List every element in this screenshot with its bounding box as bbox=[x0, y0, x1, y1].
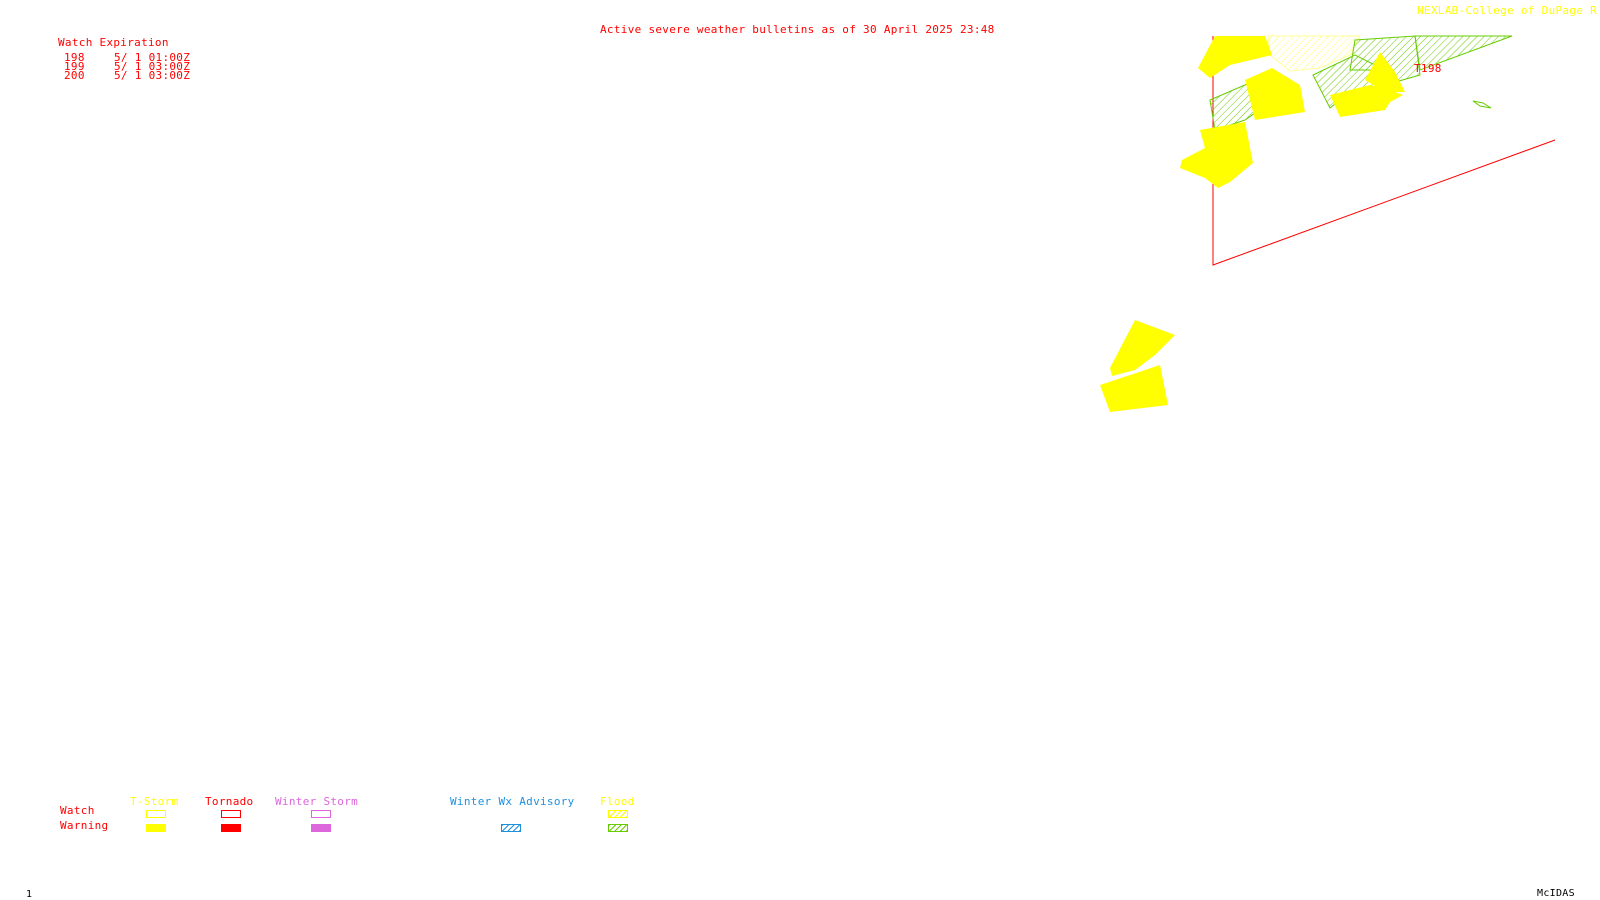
software-label: McIDAS bbox=[1537, 888, 1575, 899]
flood-warning-area bbox=[1414, 35, 1513, 71]
watch-expiration-heading: Watch Expiration bbox=[58, 36, 169, 49]
legend-row-label-warning: Warning bbox=[60, 819, 109, 832]
tstorm-warning-area bbox=[1365, 52, 1405, 92]
legend-winter-wx-advisory-label: Winter Wx Advisory bbox=[450, 795, 575, 808]
legend-tstorm-warning-swatch bbox=[146, 824, 166, 832]
tstorm-warning-area bbox=[1198, 36, 1272, 78]
watch-label: T198 bbox=[1414, 62, 1442, 75]
legend-flood-watch-swatch bbox=[608, 810, 628, 818]
watch-id: 198 bbox=[64, 51, 85, 64]
legend-winter-storm-label: Winter Storm bbox=[275, 795, 359, 808]
legend-tornado-warning-swatch bbox=[221, 824, 241, 832]
tstorm-warning-area bbox=[1180, 122, 1253, 188]
legend-tstorm-watch-swatch bbox=[146, 810, 166, 818]
watch-expires: 5/ 1 03:00Z bbox=[114, 60, 191, 73]
legend-row-label-watch: Watch bbox=[60, 804, 95, 817]
tstorm-warning-area bbox=[1330, 85, 1403, 117]
legend-flood-label: Flood bbox=[600, 795, 635, 808]
watch-id: 200 bbox=[64, 69, 85, 82]
tstorm-warning-area bbox=[1100, 365, 1168, 412]
legend-winter-wx-advisory-swatch bbox=[501, 824, 521, 832]
watch-expires: 5/ 1 01:00Z bbox=[114, 51, 191, 64]
legend-tornado-label: Tornado bbox=[205, 795, 254, 808]
watch-expires: 5/ 1 03:00Z bbox=[114, 69, 191, 82]
credit-label: NEXLAB-College of DuPage R bbox=[1417, 4, 1597, 17]
flood-warning-area bbox=[1472, 100, 1492, 109]
tstorm-warning-area bbox=[1110, 320, 1175, 376]
watch-id: 199 bbox=[64, 60, 85, 73]
bulletin-title: Active severe weather bulletins as of 30… bbox=[600, 23, 995, 36]
frame-number: 1 bbox=[26, 889, 33, 900]
legend-tornado-watch-swatch bbox=[221, 810, 241, 818]
legend-winter-storm-warning-swatch bbox=[311, 824, 331, 832]
legend-tstorm-label: T-Storm bbox=[130, 795, 179, 808]
legend-winter-storm-watch-swatch bbox=[311, 810, 331, 818]
legend-flood-warning-swatch bbox=[608, 824, 628, 832]
tstorm-warning-area bbox=[1245, 68, 1305, 120]
